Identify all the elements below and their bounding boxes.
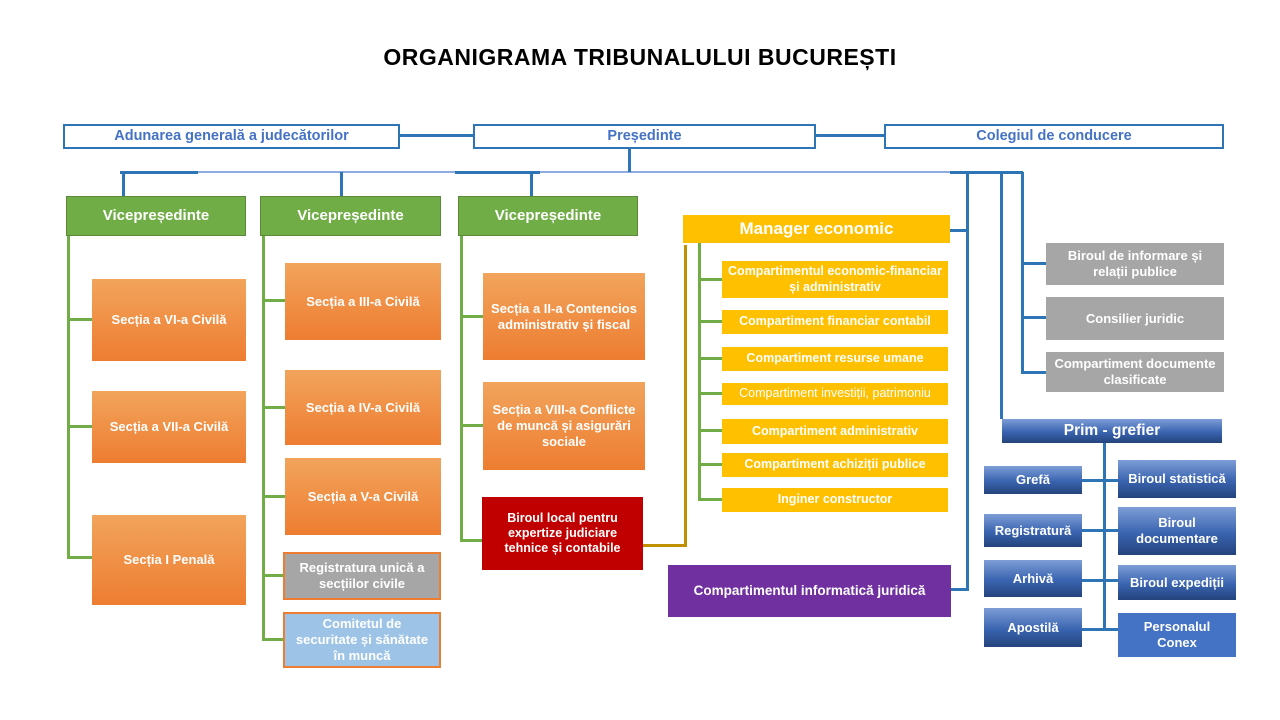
connector-spine-col1 — [67, 236, 70, 559]
connector-presedinte-colegiu — [816, 134, 884, 137]
connector-drop-v1 — [122, 172, 125, 196]
connector-trunk-seg — [455, 171, 540, 174]
box-inginer-constructor: Inginer constructor — [722, 488, 948, 512]
box-personal-conex: Personalul Conex — [1118, 613, 1236, 657]
connector-spine-col3 — [460, 236, 463, 542]
connector-manager-informatica — [966, 172, 969, 591]
connector-trunk-seg — [950, 171, 1023, 174]
box-vicepresedinte-1: Vicepreședinte — [66, 196, 246, 236]
box-sectia-8-conflicte: Secția a VIII-a Conflicte de muncă și as… — [483, 382, 645, 470]
connector-spine-economic — [698, 243, 701, 501]
box-grefa: Grefă — [984, 466, 1082, 494]
connector-trunk-light — [120, 171, 1023, 173]
connector-gold-horizontal — [643, 544, 687, 547]
connector-presedinte-drop — [628, 149, 631, 172]
page-title: ORGANIGRAMA TRIBUNALULUI BUCUREȘTI — [383, 44, 897, 70]
box-birou-expertize: Biroul local pentru expertize judiciare … — [482, 497, 643, 570]
box-compartiment-informatica: Compartimentul informatică juridică — [668, 565, 951, 617]
box-documente-clasificate: Compartiment documente clasificate — [1046, 352, 1224, 392]
connector-stub — [1021, 262, 1046, 265]
connector-stub — [67, 318, 92, 321]
box-sectia-3-civila: Secția a III-a Civilă — [285, 263, 441, 340]
connector-stub — [67, 556, 92, 559]
connector-adunarea-presedinte — [400, 134, 473, 137]
connector-gray-spine — [1021, 172, 1024, 374]
box-registratura-unica: Registratura unică a secțiilor civile — [283, 552, 441, 600]
box-vicepresedinte-3: Vicepreședinte — [458, 196, 638, 236]
box-sectia-1-penala: Secția I Penală — [92, 515, 246, 605]
box-registratura: Registratură — [984, 514, 1082, 547]
connector-stub — [1082, 628, 1118, 631]
box-birou-statistica: Biroul statistică — [1118, 460, 1236, 498]
connector-stub — [698, 357, 722, 360]
connector-stub — [1021, 316, 1046, 319]
connector-stub — [460, 424, 483, 427]
box-compartiment-resurse-umane: Compartiment resurse umane — [722, 347, 948, 371]
box-birou-informare: Biroul de informare și relații publice — [1046, 243, 1224, 285]
box-sectia-4-civila: Secția a IV-a Civilă — [285, 370, 441, 445]
connector-drop-v3 — [530, 172, 533, 196]
box-sectia-5-civila: Secția a V-a Civilă — [285, 458, 441, 535]
connector-trunk-seg — [120, 171, 198, 174]
box-arhiva: Arhivă — [984, 560, 1082, 597]
box-sectia-7-civila: Secția a VII-a Civilă — [92, 391, 246, 463]
box-birou-expeditii: Biroul expediții — [1118, 565, 1236, 600]
connector-stub — [698, 320, 722, 323]
connector-stub — [460, 539, 482, 542]
box-colegiul-de-conducere: Colegiul de conducere — [884, 124, 1224, 149]
box-sectia-6-civila: Secția a VI-a Civilă — [92, 279, 246, 361]
connector-stub — [698, 498, 722, 501]
box-birou-documentare: Biroul documentare — [1118, 507, 1236, 555]
connector-stub — [1021, 371, 1046, 374]
connector-stub — [698, 429, 722, 432]
connector-stub — [262, 406, 285, 409]
connector-informatica-stub — [950, 588, 969, 591]
box-prim-grefier: Prim - grefier — [1002, 419, 1222, 443]
box-compartiment-investitii: Compartiment investiții, patrimoniu — [722, 383, 948, 405]
connector-stub — [698, 463, 722, 466]
connector-manager-stub — [950, 229, 969, 232]
box-compartiment-economic-financiar: Compartimentul economic-financiar și adm… — [722, 261, 948, 298]
connector-stub — [67, 425, 92, 428]
box-sectia-2-contencios: Secția a II-a Contencios administrativ ș… — [483, 273, 645, 360]
connector-stub — [698, 392, 722, 395]
connector-grefier-spine — [1103, 443, 1106, 631]
box-presedinte: Președinte — [473, 124, 816, 149]
box-compartiment-achizitii: Compartiment achiziții publice — [722, 453, 948, 477]
connector-stub — [698, 278, 722, 281]
connector-drop-v2 — [340, 172, 343, 196]
connector-stub — [262, 638, 283, 641]
connector-prim-grefier-drop — [1000, 172, 1003, 419]
box-compartiment-administrativ: Compartiment administrativ — [722, 419, 948, 444]
connector-stub — [460, 315, 483, 318]
connector-stub — [1082, 579, 1118, 582]
connector-stub — [262, 574, 283, 577]
connector-gold-vertical — [684, 245, 687, 547]
connector-stub — [1082, 529, 1118, 532]
box-comitet-securitate: Comitetul de securitate și sănătate în m… — [283, 612, 441, 668]
box-apostila: Apostilă — [984, 608, 1082, 647]
box-vicepresedinte-2: Vicepreședinte — [260, 196, 441, 236]
connector-stub — [262, 299, 285, 302]
box-manager-economic: Manager economic — [683, 215, 950, 243]
connector-spine-col2 — [262, 236, 265, 641]
box-compartiment-financiar-contabil: Compartiment financiar contabil — [722, 310, 948, 334]
connector-stub — [1082, 479, 1118, 482]
box-consilier-juridic: Consilier juridic — [1046, 297, 1224, 340]
box-adunarea-generala: Adunarea generală a judecătorilor — [63, 124, 400, 149]
connector-stub — [262, 495, 285, 498]
